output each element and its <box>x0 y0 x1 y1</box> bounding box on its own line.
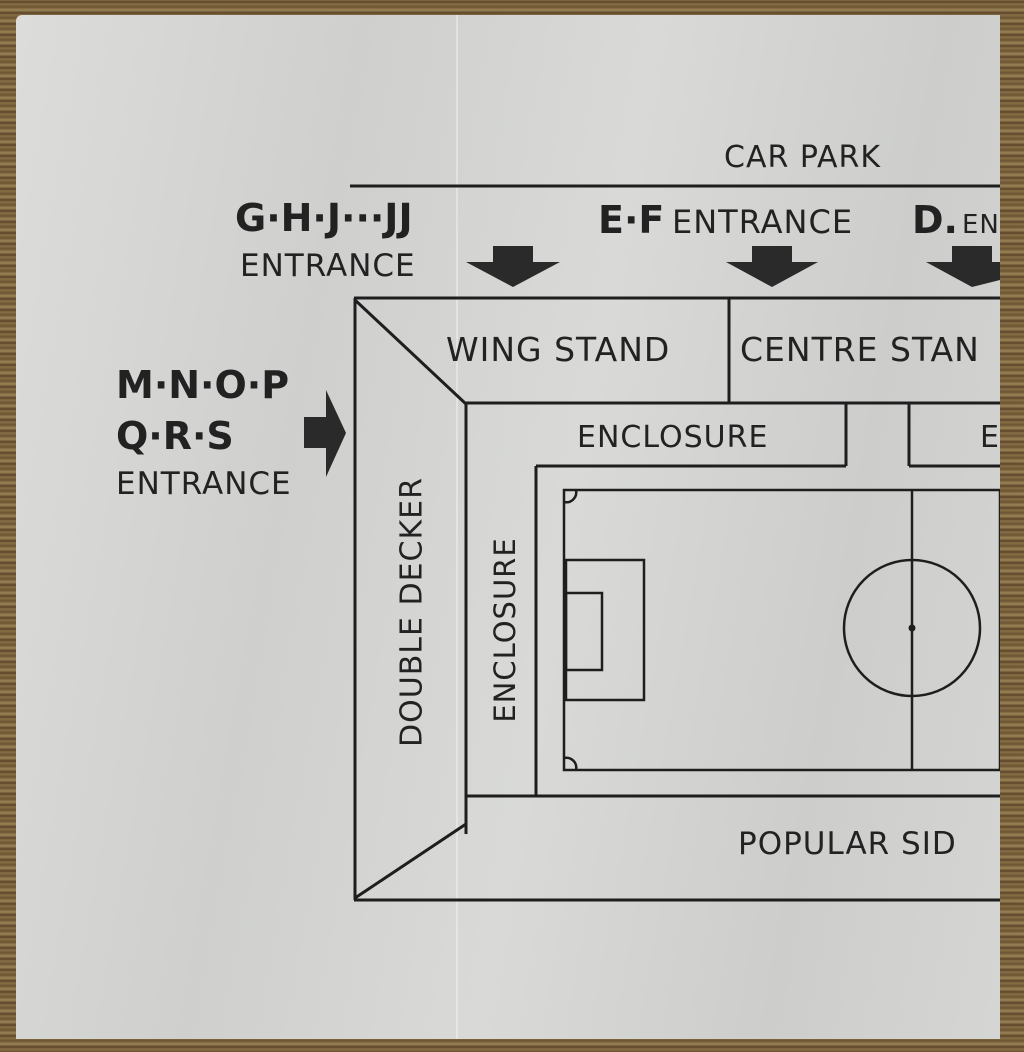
arrow-right-mnop <box>304 390 346 477</box>
arrow-down-ef <box>726 246 818 287</box>
enclosure-top-right-label: E <box>980 420 1000 455</box>
arrow-down-ghj <box>466 246 560 287</box>
centre-stand-label: CENTRE STAN <box>740 330 980 369</box>
arrow-down-d <box>926 246 1000 287</box>
wing-stand-label: WING STAND <box>446 330 671 369</box>
car-park-label: CAR PARK <box>724 140 882 175</box>
entrance-d-letters: D. <box>912 198 958 242</box>
pitch <box>562 488 1000 772</box>
entrance-mnop-letters: M·N·O·P <box>116 363 290 407</box>
entrance-ghj-letters: G·H·J···JJ <box>235 196 413 240</box>
entrance-qrs-letters: Q·R·S <box>116 414 234 458</box>
entrance-ef-label: ENTRANCE <box>672 203 854 241</box>
double-decker-label: DOUBLE DECKER <box>394 477 430 747</box>
entrance-mnop-label: ENTRANCE <box>116 466 292 502</box>
entrance-d-label: EN <box>962 210 1000 240</box>
ticket-paper <box>16 15 1000 1039</box>
fold-crease <box>456 15 458 1039</box>
enclosure-top-label: ENCLOSURE <box>577 420 769 455</box>
enclosure-left-label: ENCLOSURE <box>488 537 522 723</box>
entrance-ef-letters: E·F <box>598 198 665 242</box>
popular-side-label: POPULAR SID <box>738 826 957 862</box>
entrance-ghj-label: ENTRANCE <box>240 248 416 284</box>
stadium-plan-lines <box>304 184 1000 902</box>
